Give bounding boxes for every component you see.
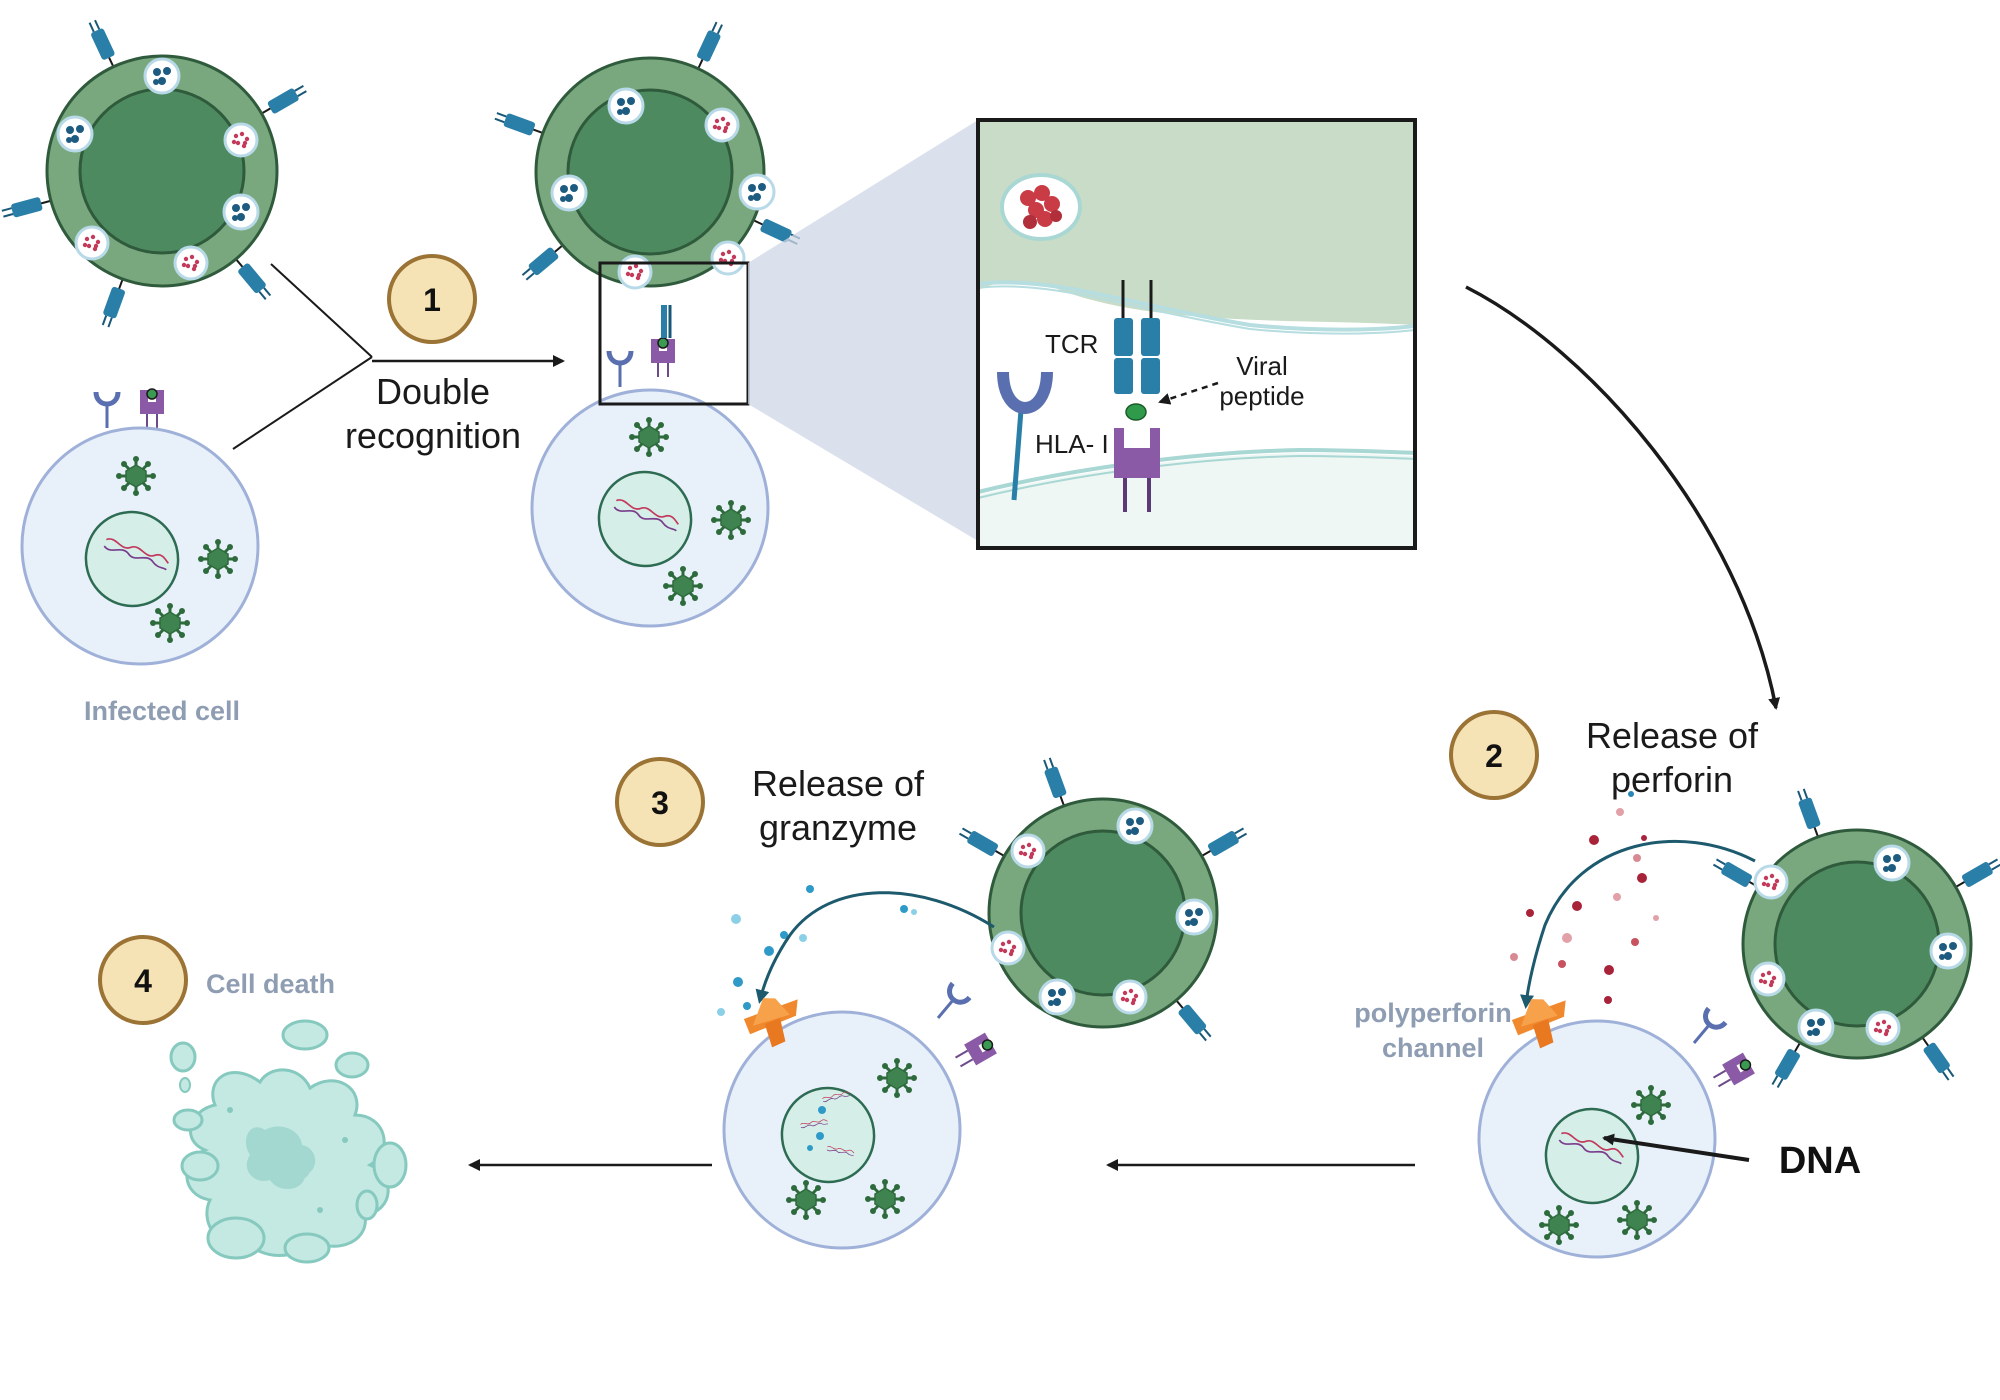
dna-pointer <box>1602 1133 1750 1162</box>
viral-peptide-icon <box>1125 403 1147 421</box>
arrow-to-step-2 <box>1465 285 1781 710</box>
zoom-inset: TCR Viral peptide HLA- I <box>976 118 1417 550</box>
perforin-particles <box>1510 791 1659 1004</box>
dead-cell-icon <box>169 1019 408 1264</box>
step-1-badge: 1 <box>387 254 477 344</box>
polyperforin-label-line-1: polyperforin <box>1354 998 1512 1028</box>
perforin-release-arrow <box>1520 839 1756 1009</box>
t-cell-top-middle <box>492 19 803 290</box>
step-1-number: 1 <box>423 282 441 318</box>
dna-label: DNA <box>1779 1140 1861 1182</box>
step-3-label-line-2: granzyme <box>759 807 917 848</box>
infected-cell-top-middle <box>530 305 770 628</box>
infected-cell-step-2 <box>1477 994 1757 1259</box>
hla-receptor-icon <box>1114 428 1160 512</box>
infected-cell-top-left <box>20 388 260 666</box>
step-1-label-line-1: Double <box>376 371 490 412</box>
tcr-receptor-icon <box>1114 280 1160 394</box>
t-cell-step-3 <box>956 755 1250 1045</box>
convergence-lines <box>232 263 565 450</box>
t-cell-step-2 <box>1710 786 2000 1091</box>
viral-peptide-label-line-1: Viral <box>1236 351 1288 381</box>
step-4-badge: 4 <box>98 935 188 1025</box>
step-2-number: 2 <box>1485 738 1503 774</box>
tcr-label: TCR <box>1045 329 1098 359</box>
step-4-number: 4 <box>134 963 152 999</box>
step-1-label-line-2: recognition <box>345 415 521 456</box>
viral-peptide-label-line-2: peptide <box>1219 381 1304 411</box>
t-cell-top-left <box>0 17 310 330</box>
polyperforin-label-line-2: channel <box>1382 1033 1484 1063</box>
granzyme-release-arrow <box>755 891 995 1004</box>
zoom-cone <box>748 120 978 541</box>
step-3-number: 3 <box>651 785 669 821</box>
step-2-label-line-1: Release of <box>1586 715 1759 756</box>
step-2-badge: 2 <box>1449 710 1539 800</box>
antibody-receptor-icon <box>997 371 1053 501</box>
hla-label: HLA- I <box>1035 429 1109 459</box>
infected-cell-step-3 <box>722 983 999 1250</box>
step-3-badge: 3 <box>615 757 705 847</box>
inset-granule <box>1000 173 1082 241</box>
step-4-label: Cell death <box>206 969 335 999</box>
infected-cell-label: Infected cell <box>84 696 240 726</box>
step-3-label-line-1: Release of <box>752 763 925 804</box>
